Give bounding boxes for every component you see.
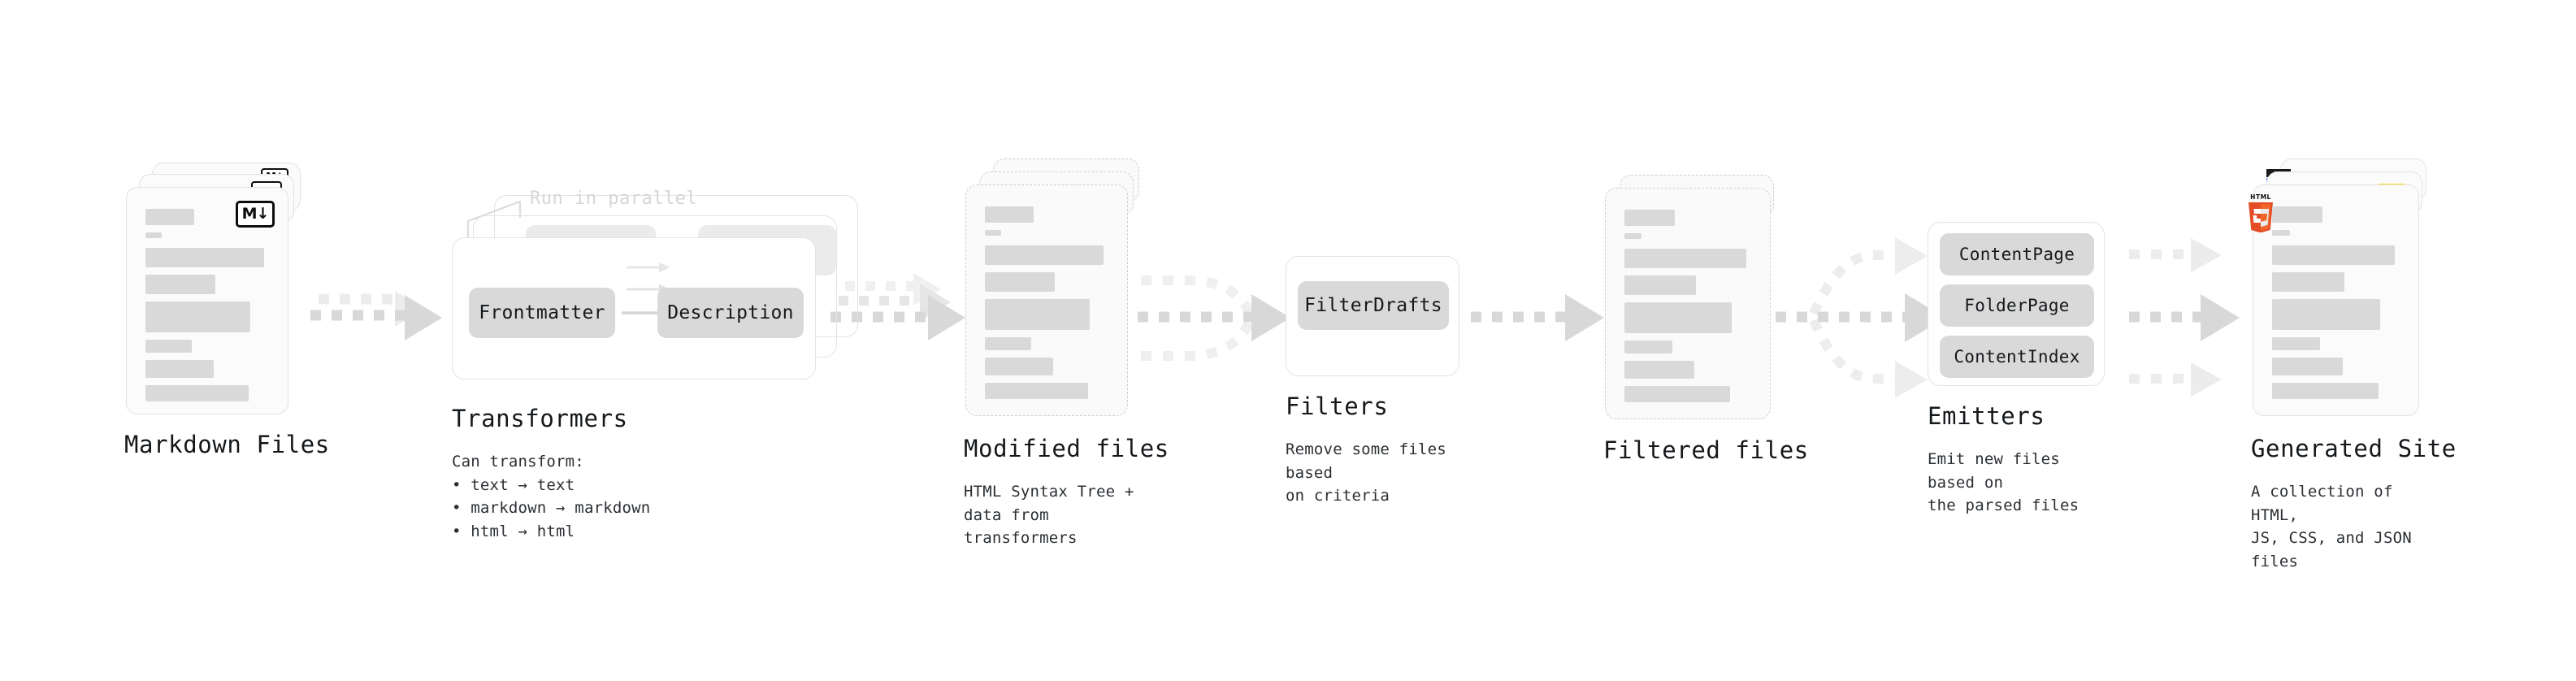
filtered-doc-front — [1605, 188, 1771, 419]
stage-title-modified-files: Modified files — [964, 435, 1169, 462]
filter-pill-filterdrafts[interactable]: FilterDrafts — [1298, 281, 1449, 330]
stage-title-markdown-files: Markdown Files — [124, 431, 330, 458]
svg-text:HTML: HTML — [2250, 193, 2271, 201]
markdown-doc-content — [145, 209, 275, 409]
content-bar — [145, 340, 193, 353]
content-bar — [984, 383, 1089, 399]
markdown-doc-front: M↓ — [126, 187, 288, 414]
stage-emitters: ContentPage FolderPage ContentIndex Emit… — [1928, 222, 2105, 514]
filters-group-box: FilterDrafts — [1286, 256, 1459, 376]
arrow-filtered-to-emitters — [1776, 237, 1945, 398]
content-bar — [2272, 230, 2290, 236]
content-bar — [1624, 361, 1695, 379]
generated-site-stack: CSS HTML — [2249, 158, 2439, 419]
emitters-group-box: ContentPage FolderPage ContentIndex — [1928, 222, 2105, 386]
content-bar — [2272, 206, 2323, 223]
transformer-pill-description[interactable]: Description — [657, 288, 804, 338]
stage-transformers: x x x x Frontmatter Description — [452, 189, 858, 540]
content-bar — [984, 272, 1055, 292]
content-bar — [984, 337, 1032, 350]
content-bar — [984, 299, 1090, 330]
markdown-badge: M↓ — [236, 201, 275, 228]
stage-title-emitters: Emitters — [1928, 402, 2045, 430]
content-bar — [1624, 210, 1676, 226]
modified-doc-content — [984, 206, 1114, 406]
content-bar — [2272, 337, 2321, 350]
emitter-pill-folderpage[interactable]: FolderPage — [1940, 284, 2094, 327]
content-bar — [145, 248, 265, 267]
stage-filters: FilterDrafts Filters Remove some files b… — [1286, 256, 1459, 505]
content-bar — [145, 209, 195, 225]
modified-file-stack — [965, 158, 1140, 419]
content-bar — [1624, 249, 1746, 268]
emitter-pill-contentpage[interactable]: ContentPage — [1940, 233, 2094, 275]
content-bar — [1624, 275, 1697, 295]
content-bar — [2272, 358, 2343, 375]
html5-icon: HTML — [2244, 192, 2278, 233]
content-bar — [145, 275, 215, 294]
content-bar — [984, 358, 1054, 375]
stage-subtitle-modified-files: HTML Syntax Tree + data from transformer… — [964, 483, 1134, 547]
content-bar — [1624, 302, 1732, 333]
site-doc-content — [2272, 206, 2405, 406]
content-bar — [145, 301, 250, 332]
filtered-doc-content — [1624, 210, 1757, 410]
content-bar — [1624, 340, 1672, 354]
stage-title-transformers: Transformers — [452, 405, 628, 432]
content-bar — [145, 232, 163, 238]
arrow-emitters-to-site — [2129, 238, 2240, 397]
run-in-parallel-label: Run in parallel — [530, 189, 698, 209]
content-bar — [2272, 383, 2379, 399]
stage-subtitle-transformers: Can transform: • text → text • markdown … — [452, 453, 651, 540]
stage-title-generated-site: Generated Site — [2251, 435, 2457, 462]
stage-filtered-files: Filtered files — [1603, 175, 1808, 464]
stage-markdown-files: M↓ M↓ M↓ Markdown Fi — [124, 163, 329, 458]
content-bar — [1624, 386, 1731, 402]
modified-doc-front — [965, 184, 1128, 416]
content-bar — [984, 230, 1002, 236]
stage-subtitle-generated-site: A collection of HTML, JS, CSS, and JSON … — [2251, 483, 2412, 570]
content-bar — [2272, 245, 2395, 265]
transformer-group-front: Frontmatter Description — [452, 237, 816, 380]
content-bar — [1624, 233, 1642, 239]
content-bar — [984, 245, 1104, 265]
stage-subtitle-filters: Remove some files based on criteria — [1286, 440, 1446, 505]
arrow-modified-to-filters — [1138, 275, 1290, 361]
markdown-file-stack: M↓ M↓ M↓ — [126, 163, 301, 414]
stage-title-filtered-files: Filtered files — [1603, 436, 1809, 464]
transformer-pill-frontmatter[interactable]: Frontmatter — [469, 288, 615, 338]
content-bar — [145, 385, 249, 401]
emitter-pill-contentindex[interactable]: ContentIndex — [1940, 336, 2094, 378]
content-bar — [2272, 299, 2380, 330]
arrow-markdown-to-transformers — [310, 291, 442, 340]
stage-title-filters: Filters — [1286, 393, 1389, 420]
filtered-file-stack — [1605, 175, 1780, 427]
arrow-filters-to-filtered — [1471, 294, 1604, 341]
stage-modified-files: Modified files HTML Syntax Tree + data f… — [964, 158, 1169, 547]
transformers-stack: x x x x Frontmatter Description — [452, 195, 858, 382]
html5-icon-svg: HTML — [2249, 193, 2273, 233]
site-doc-front: HTML — [2249, 184, 2419, 416]
content-bar — [145, 360, 215, 378]
content-bar — [2272, 272, 2344, 292]
stage-generated-site: CSS HTML — [2249, 158, 2456, 570]
stage-subtitle-emitters: Emit new files based on the parsed files — [1928, 450, 2079, 514]
content-bar — [984, 206, 1034, 223]
